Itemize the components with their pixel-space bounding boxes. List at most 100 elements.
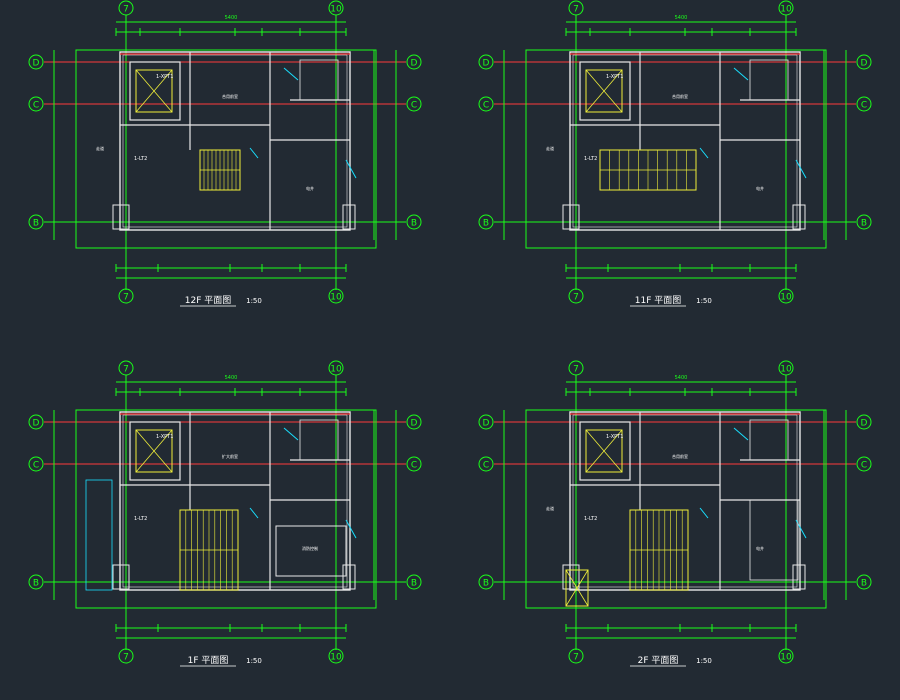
column — [342, 564, 356, 590]
room-label-shaft: 电井 — [756, 185, 764, 191]
axis-bubble-10-bottom: 10 — [330, 293, 342, 303]
axis-bubble-right-circle — [856, 214, 872, 230]
axis-bubble-right: C — [861, 461, 867, 471]
axis-bubble-10-bottom-circle — [778, 648, 794, 664]
outer-wall — [569, 411, 801, 591]
room-label-corridor: 走道 — [546, 145, 554, 151]
axis-bubble-10: 10 — [780, 365, 792, 375]
plan-boundary — [75, 49, 377, 249]
axis-bubble-left-circle — [478, 214, 494, 230]
plan-title: 12F 平面图 — [185, 295, 232, 306]
axis-bubble-10: 10 — [330, 365, 342, 375]
elevator-shaft — [129, 61, 181, 121]
axis-bubble-right-circle — [406, 414, 422, 430]
shaft-box — [299, 59, 339, 101]
stair-tag: 1-LT2 — [134, 156, 147, 162]
outer-wall-inner — [122, 54, 348, 228]
plan-title: 11F 平面图 — [635, 295, 682, 306]
elevator-tag: 1-XPT1 — [156, 74, 173, 80]
column — [342, 204, 356, 230]
stair — [179, 509, 239, 591]
column — [562, 204, 580, 230]
door-swing — [795, 519, 807, 539]
axis-bubble-left: B — [33, 579, 39, 589]
outer-wall — [119, 51, 351, 231]
storage — [749, 499, 799, 581]
shaft-box — [299, 419, 339, 461]
axis-bubble-10-bottom: 10 — [780, 293, 792, 303]
plan-boundary — [75, 409, 377, 609]
outer-wall-inner — [572, 54, 798, 228]
column — [792, 204, 806, 230]
dim-overall-label: 5400 — [675, 375, 688, 381]
axis-bubble-right-circle — [406, 96, 422, 112]
axis-bubble-left: B — [33, 219, 39, 229]
plan-scale: 1:50 — [246, 297, 262, 305]
axis-bubble-left: C — [483, 101, 489, 111]
axis-bubble-10: 10 — [330, 5, 342, 15]
plan-scale: 1:50 — [246, 657, 262, 665]
elevator-tag: 1-XPT1 — [156, 434, 173, 440]
axis-bubble-left-circle — [28, 574, 44, 590]
elevator-tag: 1-XPT1 — [606, 434, 623, 440]
room-label-lobby: 合用前室 — [672, 453, 688, 459]
elevator-shaft — [579, 421, 631, 481]
axis-bubble-left-circle — [478, 414, 494, 430]
elevator-shaft — [129, 421, 181, 481]
elevator-car — [135, 429, 173, 473]
elevator-cross — [585, 429, 623, 473]
door-swing — [345, 159, 357, 179]
axis-bubble-right: B — [411, 579, 417, 589]
axis-bubble-right: D — [411, 59, 418, 69]
axis-bubble-right: D — [861, 59, 868, 69]
equipment-room — [275, 525, 347, 577]
axis-bubble-10-bottom-circle — [778, 288, 794, 304]
door-swing — [283, 67, 299, 81]
dim-overall-label: 5400 — [225, 15, 238, 21]
door-swing — [345, 519, 357, 539]
stair-tag: 1-LT2 — [134, 516, 147, 522]
elevator-cross — [585, 69, 623, 113]
room-label-corridor: 走道 — [96, 145, 104, 151]
axis-bubble-10-bottom: 10 — [780, 653, 792, 663]
axis-bubble-left: C — [483, 461, 489, 471]
room-label-lobby: 合用前室 — [672, 93, 688, 99]
axis-bubble-right-circle — [856, 96, 872, 112]
room-label-shaft: 电井 — [306, 185, 314, 191]
axis-bubble-left: C — [33, 461, 39, 471]
plan-title: 2F 平面图 — [638, 655, 679, 666]
axis-bubble-left-circle — [28, 456, 44, 472]
axis-bubble-7-bottom: 7 — [573, 293, 579, 303]
axis-bubble-left-circle — [478, 54, 494, 70]
axis-bubble-left: B — [483, 579, 489, 589]
outer-wall-inner — [572, 414, 798, 588]
stair — [629, 509, 689, 591]
room-label-lobby: 合用前室 — [222, 93, 238, 99]
door-swing — [699, 147, 709, 159]
elevator-car — [585, 69, 623, 113]
axis-bubble-right: B — [861, 579, 867, 589]
door-swing — [249, 147, 259, 159]
entry-cross — [565, 569, 589, 607]
axis-bubble-7-bottom: 7 — [123, 293, 129, 303]
axis-bubble-7-bottom-circle — [568, 288, 584, 304]
elevator-car — [135, 69, 173, 113]
axis-bubble-7: 7 — [123, 365, 129, 375]
ramp-channel — [85, 479, 113, 591]
entry-mark — [565, 569, 589, 607]
plan-boundary — [525, 409, 827, 609]
door-swing — [733, 427, 749, 441]
axis-bubble-left: D — [483, 419, 490, 429]
axis-bubble-right-circle — [856, 456, 872, 472]
axis-bubble-right: C — [411, 101, 417, 111]
stair-tag: 1-LT2 — [584, 156, 597, 162]
plan-scale: 1:50 — [696, 657, 712, 665]
column — [112, 564, 130, 590]
axis-bubble-right-circle — [406, 456, 422, 472]
door-swing — [699, 507, 709, 519]
dim-overall-label: 5400 — [675, 15, 688, 21]
door-swing — [283, 427, 299, 441]
